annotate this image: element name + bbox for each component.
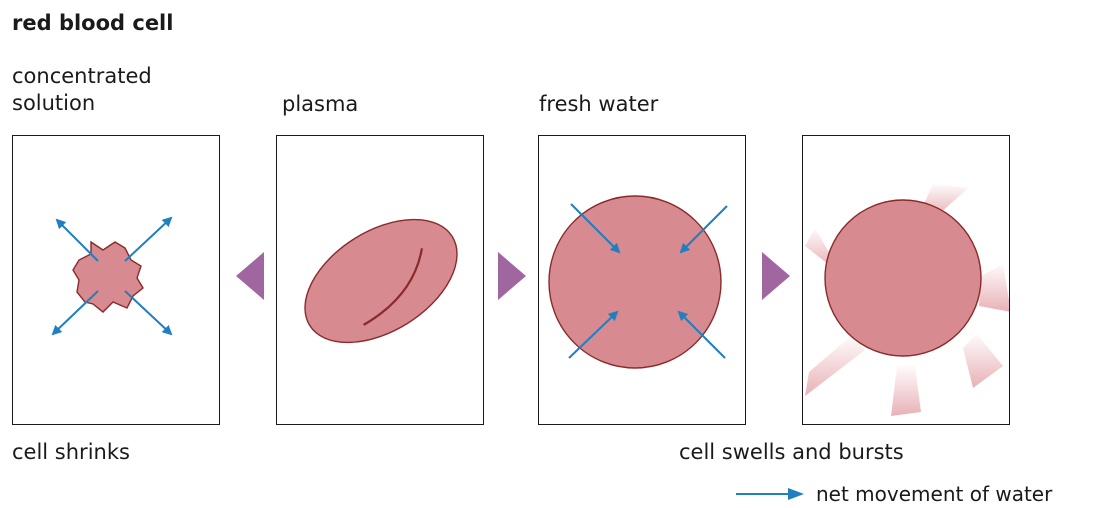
panel-normal-cell xyxy=(276,135,484,425)
triangle-right-icon xyxy=(498,252,526,300)
label-cell-swells: cell swells and bursts xyxy=(679,440,904,464)
panel-swelling-cell xyxy=(538,135,746,425)
shrunken-cell xyxy=(73,242,143,312)
label-cell-shrinks: cell shrinks xyxy=(12,440,130,464)
label-fresh-water: fresh water xyxy=(539,92,658,116)
swelling-cell xyxy=(549,196,721,368)
triangle-right-icon xyxy=(762,252,790,300)
panel-shrunken-cell xyxy=(12,135,220,425)
triangle-left-icon xyxy=(236,252,264,300)
bursting-cell xyxy=(825,200,981,356)
label-solution: solution xyxy=(12,91,95,115)
water-arrow-icon xyxy=(736,487,806,501)
label-plasma: plasma xyxy=(282,92,358,116)
normal-cell xyxy=(283,194,478,368)
label-concentrated: concentrated xyxy=(12,64,152,88)
legend-text: net movement of water xyxy=(816,482,1052,506)
diagram-title: red blood cell xyxy=(12,11,173,35)
panel-bursting-cell xyxy=(802,135,1010,425)
legend: net movement of water xyxy=(736,482,1052,506)
